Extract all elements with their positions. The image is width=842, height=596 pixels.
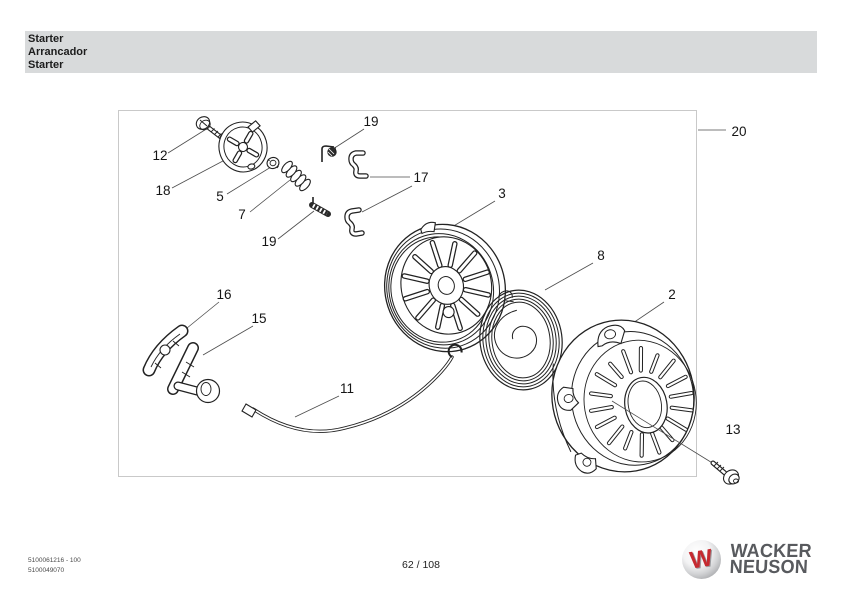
part-19-clip-top (321, 145, 337, 162)
document-number-line2: 5100049070 (28, 566, 65, 574)
logo-w-monogram: W (688, 543, 715, 575)
callout-11: 11 (340, 381, 354, 396)
part-16-handle-insert (142, 324, 189, 377)
callout-20: 20 (731, 124, 746, 139)
callout-13: 13 (725, 422, 740, 437)
callout-3: 3 (498, 186, 506, 201)
document-numbers: 5100061216 - 100 5100049070 (28, 556, 81, 575)
assembly-boundary-box (118, 110, 697, 477)
page-title-2: Starter (28, 59, 64, 71)
leader-line-19-bottom (277, 210, 315, 240)
part-18-ratchet-pulley (218, 120, 268, 173)
page-title: Starter (28, 33, 64, 45)
part-7-spring (281, 160, 311, 192)
wacker-neuson-logo: W WACKER NEUSON (682, 540, 816, 579)
callout-5: 5 (216, 189, 224, 204)
leader-line-11 (294, 395, 340, 418)
callout-19-bottom: 19 (261, 234, 276, 249)
part-8-recoil-spring (479, 289, 563, 391)
part-17-link-top (348, 150, 369, 179)
header-bar: Starter Arrancador Starter (25, 31, 817, 73)
part-3-rope-pulley (383, 221, 507, 353)
brand-wordmark: WACKER NEUSON (729, 541, 812, 578)
leader-line-12 (167, 127, 209, 154)
page-number: 62 / 108 (402, 559, 440, 571)
callout-8: 8 (597, 248, 605, 263)
callout-15: 15 (251, 311, 266, 326)
wacker-neuson-logo-icon: W (682, 540, 721, 579)
part-11-starter-rope (241, 343, 463, 434)
leader-line-13 (611, 400, 715, 465)
callout-7: 7 (238, 207, 246, 222)
callout-18: 18 (155, 183, 170, 198)
callout-12: 12 (152, 148, 167, 163)
document-number-line1: 5100061216 - 100 (28, 557, 81, 564)
callout-19-top: 19 (363, 114, 378, 129)
page-title-es: Arrancador (28, 46, 88, 58)
leader-line-19-top (332, 128, 365, 150)
part-5-nut (266, 156, 280, 170)
callout-16: 16 (216, 287, 231, 302)
leader-line-7 (249, 179, 291, 213)
callout-labels: 12 18 5 7 19 17 19 3 8 2 16 15 11 13 20 (152, 114, 746, 437)
leader-line-17-bottom (361, 185, 413, 213)
leader-line-5 (226, 166, 272, 195)
part-17-link-bottom (344, 207, 365, 237)
callout-17: 17 (413, 170, 428, 185)
brand-word-line2: NEUSON (729, 556, 809, 578)
leader-line-15 (202, 325, 254, 356)
leader-line-8 (544, 262, 594, 291)
part-2-starter-housing (551, 319, 697, 474)
part-13-bolt (710, 460, 740, 485)
callout-2: 2 (668, 287, 676, 302)
part-19-clip-bottom (309, 197, 331, 217)
part-15-starter-handle (167, 342, 221, 404)
